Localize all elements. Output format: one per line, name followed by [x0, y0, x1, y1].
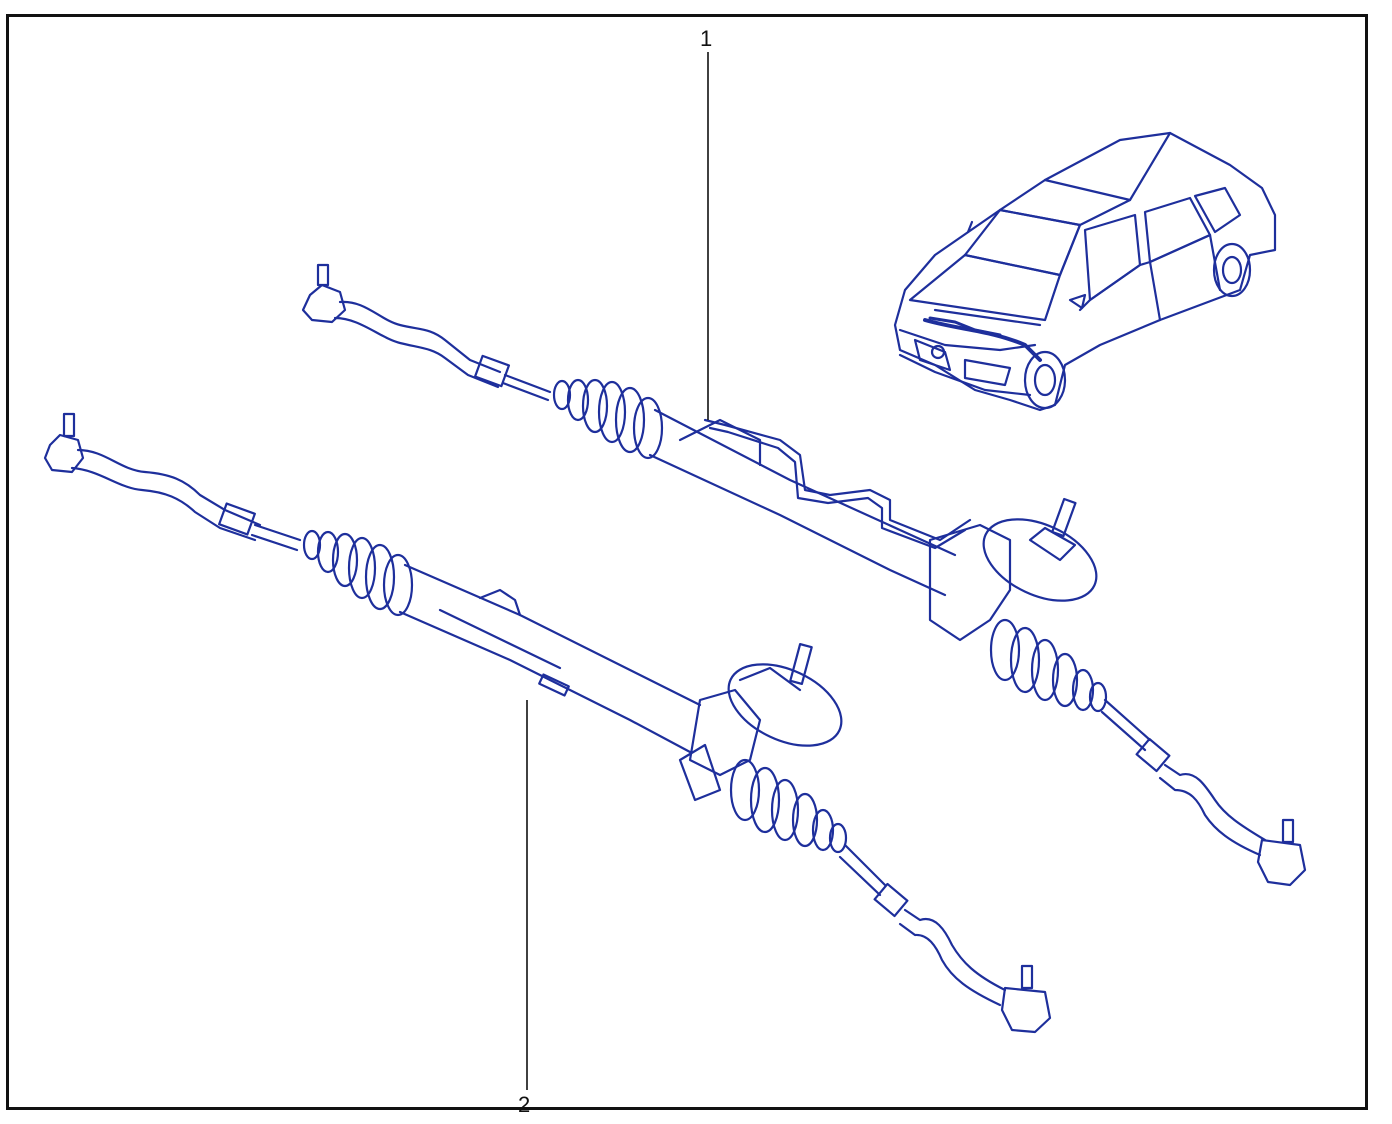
manual-steering-rack	[43, 412, 1052, 1034]
callout-1: 1	[700, 26, 712, 420]
callout-label-1: 1	[700, 26, 712, 51]
left-boot-rack1	[552, 378, 664, 460]
vehicle-sedan	[893, 131, 1277, 412]
right-boot-rack2	[729, 758, 848, 854]
left-boot-rack2	[302, 529, 414, 617]
callout-2: 2	[518, 700, 530, 1117]
power-steering-rack	[301, 263, 1307, 887]
diagram-frame	[6, 14, 1368, 1110]
right-boot-rack1	[989, 618, 1108, 713]
callout-label-2: 2	[518, 1092, 530, 1117]
